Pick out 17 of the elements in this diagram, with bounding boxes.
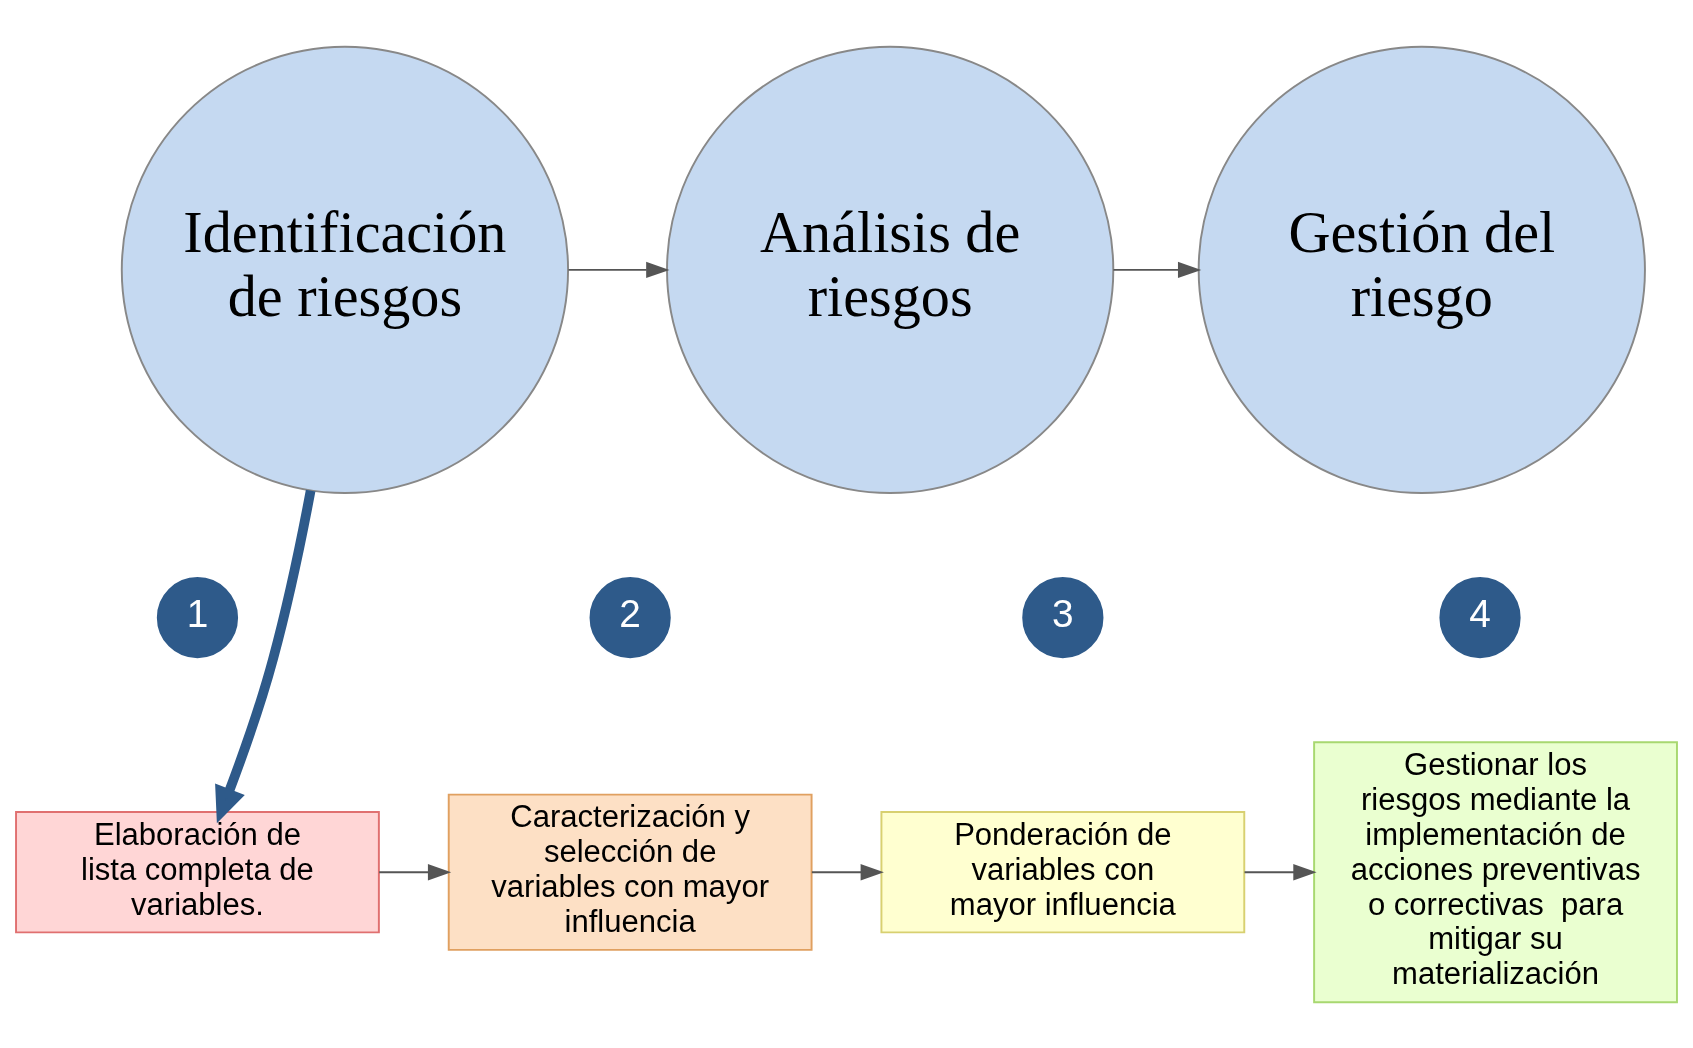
node-box: Ponderación de variables con mayor influencia [880, 810, 1246, 933]
arrow [215, 489, 316, 823]
node-circle: Identificación de riesgos [120, 45, 570, 494]
arrow [810, 863, 884, 880]
arrow [1243, 863, 1317, 880]
node-box: Elaboración de lista completa de variables. [15, 810, 380, 933]
arrow [1112, 261, 1202, 278]
node-circle: 4 [1437, 574, 1523, 660]
node-circle: Gestión del riesgo [1197, 45, 1646, 494]
arrow [567, 261, 670, 278]
arrow [378, 863, 452, 880]
node-circle: 3 [1020, 574, 1106, 660]
node-box: Caracterización y selección de variables con mayor influencia [447, 793, 813, 951]
node-circle: Análisis de riesgos [666, 45, 1115, 494]
node-circle: 2 [587, 574, 673, 660]
node-box: Gestionar los riesgos mediante la implementación de acciones preventivas o correctivas para mitigar su materialización [1313, 740, 1678, 1003]
node-circle: 1 [154, 574, 240, 660]
